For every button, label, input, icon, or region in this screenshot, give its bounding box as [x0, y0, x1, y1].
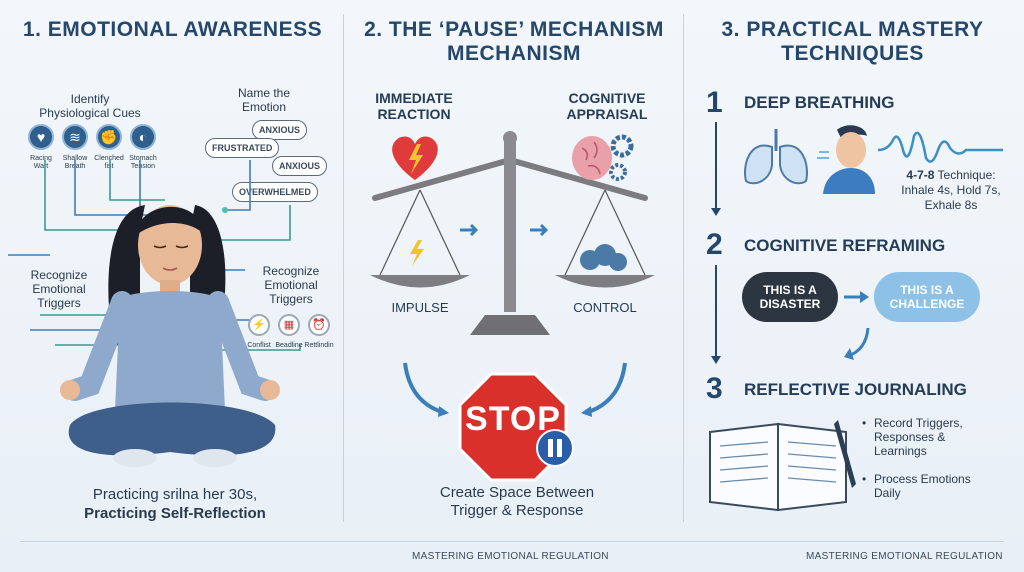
cognitive-appraisal-label: COGNITIVE APPRAISAL [566, 90, 648, 122]
thought-cloud-disaster: THIS IS A DISASTER [742, 272, 838, 322]
technique-description: Technique: Inhale 4s, Hold 7s, Exhale 8s [901, 168, 1001, 212]
curved-arrows [403, 362, 627, 417]
heart-pulse-icon: ♥ [28, 124, 54, 150]
lungs-icon [744, 129, 808, 185]
column-divider-1 [343, 14, 344, 522]
triggers-left-label: Recognize Emotional Triggers [30, 268, 88, 310]
name-emotion-label: Name the Emotion [237, 86, 291, 114]
fist-icon: ✊ [96, 124, 122, 150]
lungs-icon: ≋ [62, 124, 88, 150]
journal-item-1: • Record Triggers, Responses & Learnings [862, 416, 1012, 458]
identify-cues-label: Identify Physiological Cues [39, 92, 141, 120]
triggers-right-label: Recognize Emotional Triggers [262, 264, 320, 306]
calendar-icon: ▦ [278, 314, 300, 336]
footer-right-text: MASTERING EMOTIONAL REGULATION [806, 551, 1003, 562]
thought-cloud-challenge: THIS IS A CHALLENGE [874, 272, 980, 322]
trigger-label: Rettlindin [304, 342, 334, 349]
footer-divider [20, 541, 1004, 542]
footer-left-text: MASTERING EMOTIONAL REGULATION [412, 551, 609, 562]
step-number-3: 3 [706, 372, 723, 405]
bullet-icon: • [862, 472, 867, 486]
breath-wave-icon [877, 131, 1003, 163]
journal-item-2: • Process Emotions Daily [862, 472, 1012, 500]
meditating-woman-illustration [60, 205, 280, 467]
impulse-label: IMPULSE [391, 300, 449, 315]
immediate-reaction-label: IMMEDIATE REACTION [375, 90, 453, 122]
emotion-bubble-overwhelmed: OVERWHELMED [232, 182, 318, 202]
section-2-caption: Create Space Between Trigger & Response [439, 484, 595, 519]
technique-name: 4-7-8 [906, 168, 935, 182]
cue-label: Racing Wart [30, 155, 52, 170]
step-title-deep-breathing: DEEP BREATHING [744, 93, 895, 112]
section-3-title: 3. PRACTICAL MASTERY TECHNIQUES [721, 18, 984, 65]
section-1-caption-line-2: Practicing Self-Reflection [84, 505, 266, 522]
section-1-title: 1. EMOTIONAL AWARENESS [22, 18, 323, 41]
emotion-bubble-anxious-2: ANXIOUS [272, 156, 328, 176]
step-flow-arrows [711, 122, 721, 364]
alarm-icon: ⏰ [308, 314, 330, 336]
step-title-cognitive-reframing: COGNITIVE REFRAMING [744, 236, 946, 255]
control-label: CONTROL [573, 300, 637, 315]
trigger-label: Conflist [247, 342, 271, 349]
pause-button-icon [536, 429, 574, 467]
step-number-1: 1 [706, 86, 723, 119]
step-title-reflective-journaling: REFLECTIVE JOURNALING [744, 380, 967, 399]
balance-scale-illustration [370, 131, 655, 335]
man-breathing-icon [817, 125, 875, 194]
emotion-bubble-frustrated: FRUSTRATED [205, 138, 280, 158]
column-divider-2 [683, 14, 684, 522]
cue-label: Stomach Tension [129, 155, 157, 170]
down-curve-arrow-icon [844, 327, 870, 360]
section-2-title: 2. THE ‘PAUSE’ MECHANISM MECHANISM [364, 18, 664, 65]
conflict-icon: ⚡ [248, 314, 270, 336]
stop-text: STOP [465, 400, 561, 438]
trigger-label: Beadline [275, 342, 303, 349]
step-number-2: 2 [706, 228, 723, 261]
breathing-technique-text: 4-7-8 Technique: Inhale 4s, Hold 7s, Exh… [885, 168, 1017, 213]
journal-book-icon [709, 420, 856, 512]
reframe-arrow-icon [844, 291, 869, 303]
brain-gears-icon [572, 134, 634, 181]
journal-item-2-text: Process Emotions Daily [874, 472, 971, 500]
bullet-icon: • [862, 416, 867, 430]
heart-lightning-icon [392, 136, 438, 180]
journal-item-1-text: Record Triggers, Responses & Learnings [874, 416, 963, 458]
emotion-bubble-anxious-1: ANXIOUS [252, 120, 308, 140]
cue-label: Clenched fist [94, 155, 124, 170]
stomach-icon: ◐ [130, 124, 156, 150]
section-1-caption-line-1: Practicing srilna her 30s, [92, 486, 258, 503]
